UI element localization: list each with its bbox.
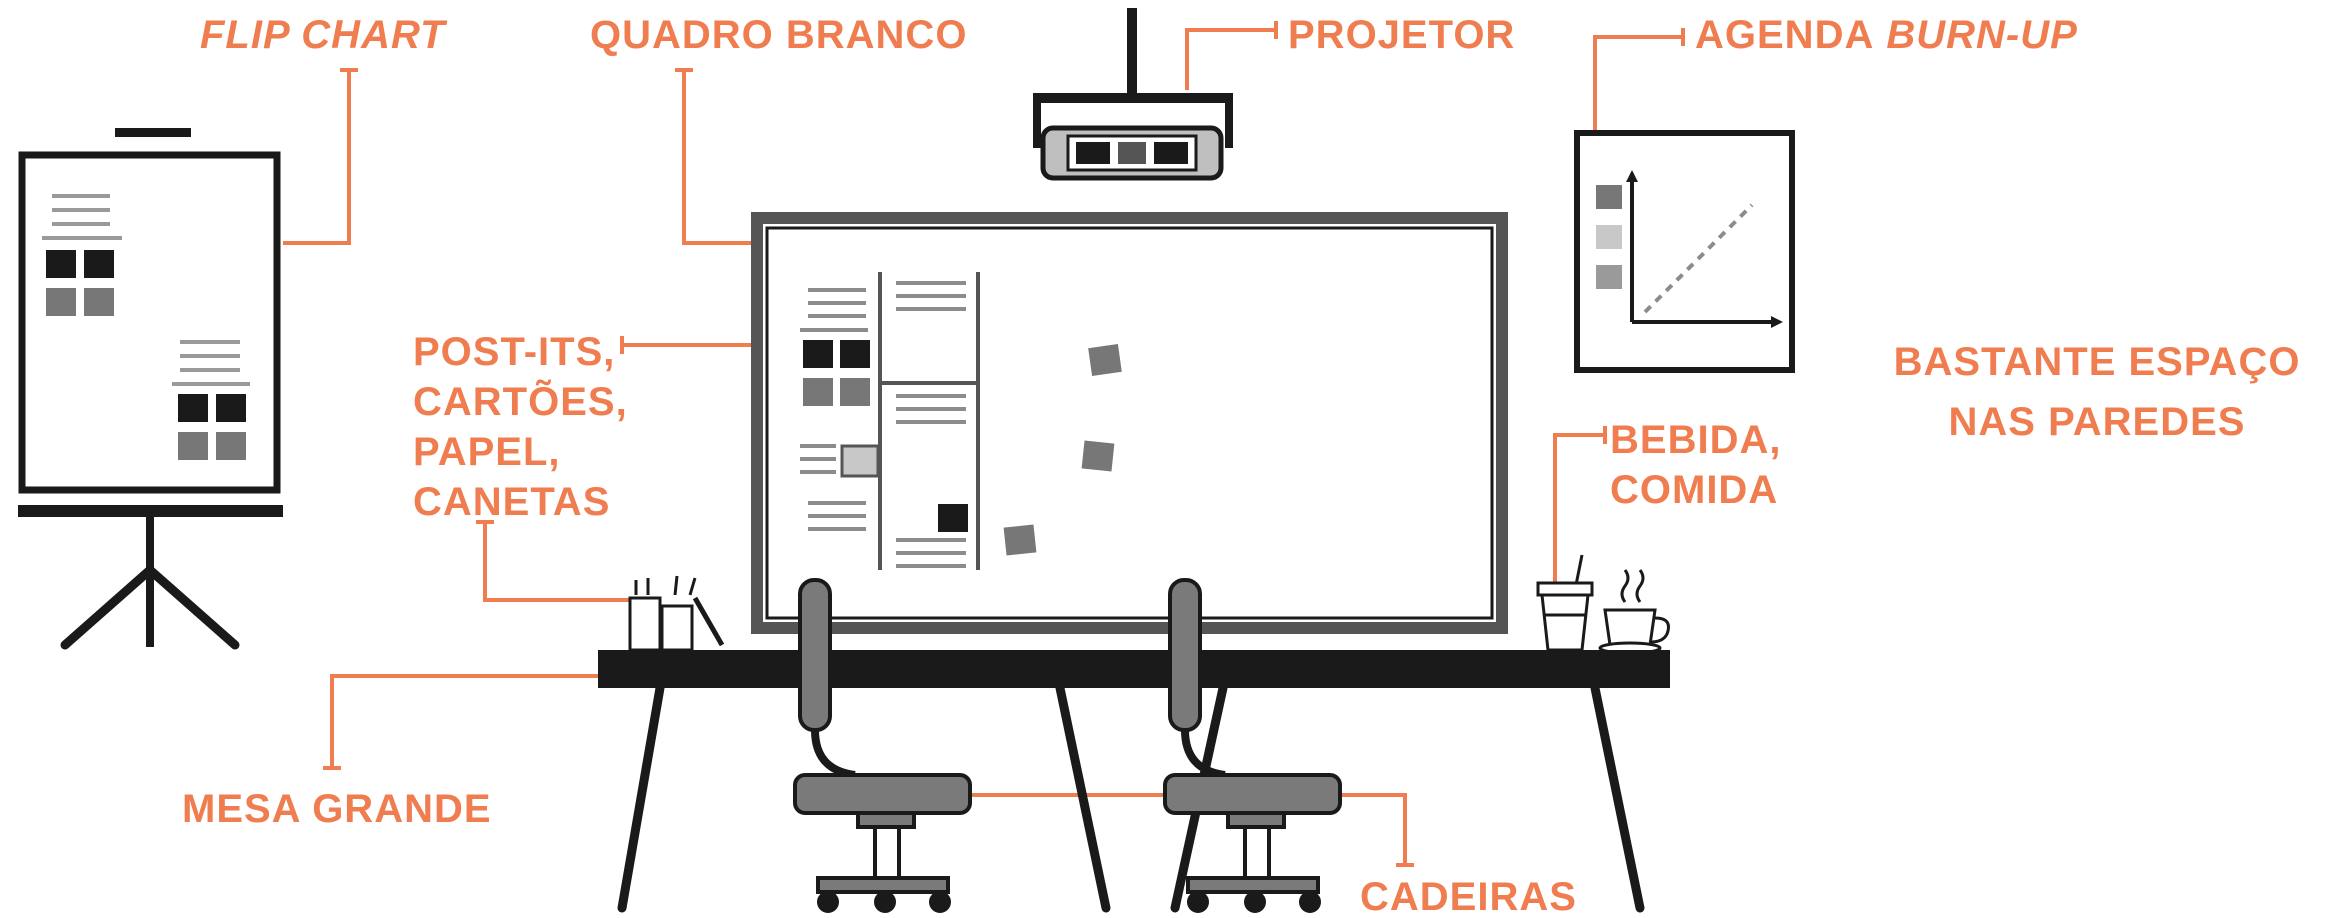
label-agenda-burn-up: AGENDA BURN-UP xyxy=(1695,13,2078,57)
label-bebida-1: BEBIDA, xyxy=(1610,418,1781,462)
label-bastante-1: BASTANTE ESPAÇO xyxy=(1894,340,2301,384)
callout-post-its-pens xyxy=(483,522,630,602)
label-projetor: PROJETOR xyxy=(1288,13,1515,57)
sticky-notes-flip-top xyxy=(46,250,114,316)
chair-icon xyxy=(793,578,972,913)
label-post-its-1: POST-ITS, xyxy=(413,330,615,374)
label-quadro-branco: QUADRO BRANCO xyxy=(590,13,967,57)
label-agenda-prefix: AGENDA xyxy=(1695,13,1874,57)
projector-icon xyxy=(1033,8,1233,181)
label-mesa-grande: MESA GRANDE xyxy=(182,787,492,831)
callout-flip-chart xyxy=(283,70,351,245)
label-post-its-4: CANETAS xyxy=(413,480,610,524)
label-cadeiras: CADEIRAS xyxy=(1360,875,1577,918)
callout-bebida xyxy=(1553,433,1605,585)
callout-agenda xyxy=(1593,35,1683,133)
label-agenda-suffix: BURN-UP xyxy=(1886,13,2077,57)
label-flip-chart: FLIP CHART xyxy=(200,13,448,57)
callout-mesa-grande xyxy=(330,674,598,768)
coffee-mug-icon xyxy=(1598,569,1670,655)
label-bebida-2: COMIDA xyxy=(1610,468,1778,512)
flip-chart-icon xyxy=(18,128,283,650)
sticky-notes-board xyxy=(803,340,1122,556)
callout-cadeiras xyxy=(970,793,1407,865)
cup-icon xyxy=(1536,554,1594,652)
label-post-its-2: CARTÕES, xyxy=(413,378,628,424)
sticky-notes-flip-bottom xyxy=(178,394,246,460)
pen-holder-icon xyxy=(628,575,725,652)
chair-icon xyxy=(1163,578,1342,913)
callout-projetor xyxy=(1185,28,1276,90)
table-icon xyxy=(598,650,1670,913)
label-post-its-3: PAPEL, xyxy=(413,430,561,474)
whiteboard-icon xyxy=(751,212,1508,634)
callout-quadro-branco xyxy=(682,70,757,245)
burn-up-chart-icon xyxy=(1574,130,1795,373)
label-bastante-2: NAS PAREDES xyxy=(1949,400,2246,444)
callout-lines xyxy=(283,21,1685,867)
